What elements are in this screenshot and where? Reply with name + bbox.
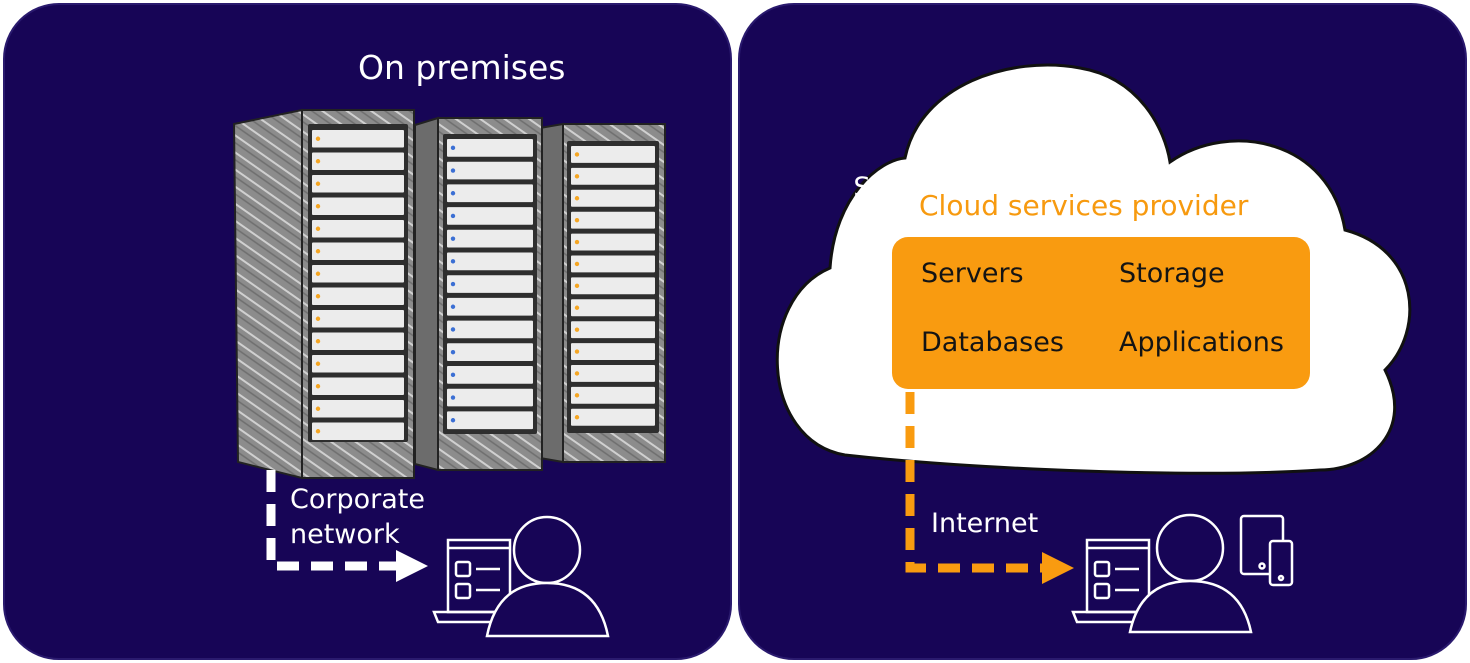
user-devices-icon (1071, 513, 1294, 634)
rack-slot (312, 332, 404, 350)
rack-slot-led (450, 145, 456, 151)
rack-slot (312, 422, 404, 440)
rack-slot (571, 365, 655, 382)
rack-slot (312, 175, 404, 193)
rack-slot (571, 255, 655, 273)
cloud-resource-applications: Applications (1119, 327, 1284, 358)
user-laptop-icon (432, 515, 610, 638)
rack-slot (571, 189, 655, 207)
rack-slot (312, 377, 404, 395)
rack-slot (447, 139, 533, 157)
rack-slot-led (450, 327, 456, 332)
rack-slot (571, 321, 655, 339)
rack-slot (571, 167, 655, 185)
rack-slot-led (574, 152, 580, 157)
rack-slot-led (450, 236, 456, 241)
rack-slot (312, 152, 404, 170)
rack-slot-led (574, 349, 580, 354)
rack-slot-led (450, 349, 456, 355)
resource-servers: Servers (853, 172, 956, 203)
rack-slot-led (450, 213, 456, 219)
rack-slot (447, 411, 533, 430)
rack-slot (447, 388, 533, 407)
cloud-resource-servers: Servers (921, 258, 1024, 289)
rack-slot-led (574, 415, 580, 420)
rack-slot-led (574, 305, 580, 310)
rack-slot-led (450, 418, 456, 423)
rack-slot-led (315, 429, 321, 434)
rack-slot (447, 343, 533, 361)
rack-slot-led (315, 406, 321, 411)
rack-slot (312, 220, 404, 238)
rack-slot-led (315, 159, 321, 164)
rack-slot-led (574, 283, 580, 289)
rack-slot-led (315, 181, 321, 186)
rack-slot (571, 146, 655, 163)
cloud-resources-box (892, 237, 1310, 389)
rack-slot (447, 161, 533, 180)
rack-slot-led (450, 259, 456, 264)
rack-slot-led (315, 249, 321, 254)
rack-slot (447, 366, 533, 384)
corporate-network-label-line1: Corporate (290, 484, 425, 515)
rack-slot (312, 130, 404, 148)
rack-slot (571, 386, 655, 404)
rack-slot-led (574, 217, 580, 223)
rack-slot (447, 275, 533, 293)
rack-slot (571, 211, 655, 229)
rack-slot (447, 297, 533, 316)
rack-slot-led (315, 271, 321, 276)
rack-slot (312, 310, 404, 328)
rack-slot (312, 400, 404, 418)
server-rack-icon (232, 108, 666, 480)
rack-slot-led (450, 168, 456, 173)
rack-slot-led (450, 395, 456, 400)
rack-slot (571, 408, 655, 426)
rack-slot-led (574, 371, 580, 376)
rack-slot (312, 287, 404, 305)
rack-slot-led (315, 339, 321, 344)
rack-slot-led (315, 136, 321, 141)
rack-slot-led (315, 226, 321, 231)
rack-slot-led (450, 191, 456, 196)
cloud-resource-databases: Databases (921, 327, 1064, 358)
cloud-provider-title: Cloud services provider (919, 189, 1249, 222)
on-premises-title: On premises (358, 48, 566, 87)
rack-slot (312, 265, 404, 283)
rack-slot-led (574, 327, 580, 332)
rack-slot (447, 320, 533, 339)
rack-slot-led (574, 174, 580, 179)
cloud-resource-storage: Storage (1119, 258, 1225, 289)
rack-slot-led (574, 196, 580, 201)
rack-slot-led (450, 372, 456, 378)
rack-slot-led (574, 239, 580, 245)
rack-slot (447, 252, 533, 271)
rack-slot-led (450, 281, 456, 287)
rack-slot-led (315, 316, 321, 321)
rack-slot-led (574, 393, 580, 398)
rack-slot (571, 343, 655, 360)
rack-slot-led (315, 361, 321, 366)
rack-slot (447, 229, 533, 248)
internet-label: Internet (931, 508, 1039, 539)
rack-slot-led (315, 204, 321, 209)
rack-slot (571, 299, 655, 317)
rack-slot (447, 184, 533, 203)
corporate-network-label-line2: network (290, 519, 400, 550)
rack-slot (447, 207, 533, 225)
rack-slot-led (315, 294, 321, 299)
rack-slot (312, 355, 404, 373)
rack-slot (312, 197, 404, 215)
rack-slot (571, 277, 655, 295)
rack-slot (571, 233, 655, 251)
corporate-network-arrow (266, 470, 428, 582)
rack-slot (312, 242, 404, 260)
rack-slot-led (574, 261, 580, 267)
rack-slot-led (450, 304, 456, 309)
internet-arrow (905, 392, 1074, 584)
rack-slot-led (315, 384, 321, 389)
